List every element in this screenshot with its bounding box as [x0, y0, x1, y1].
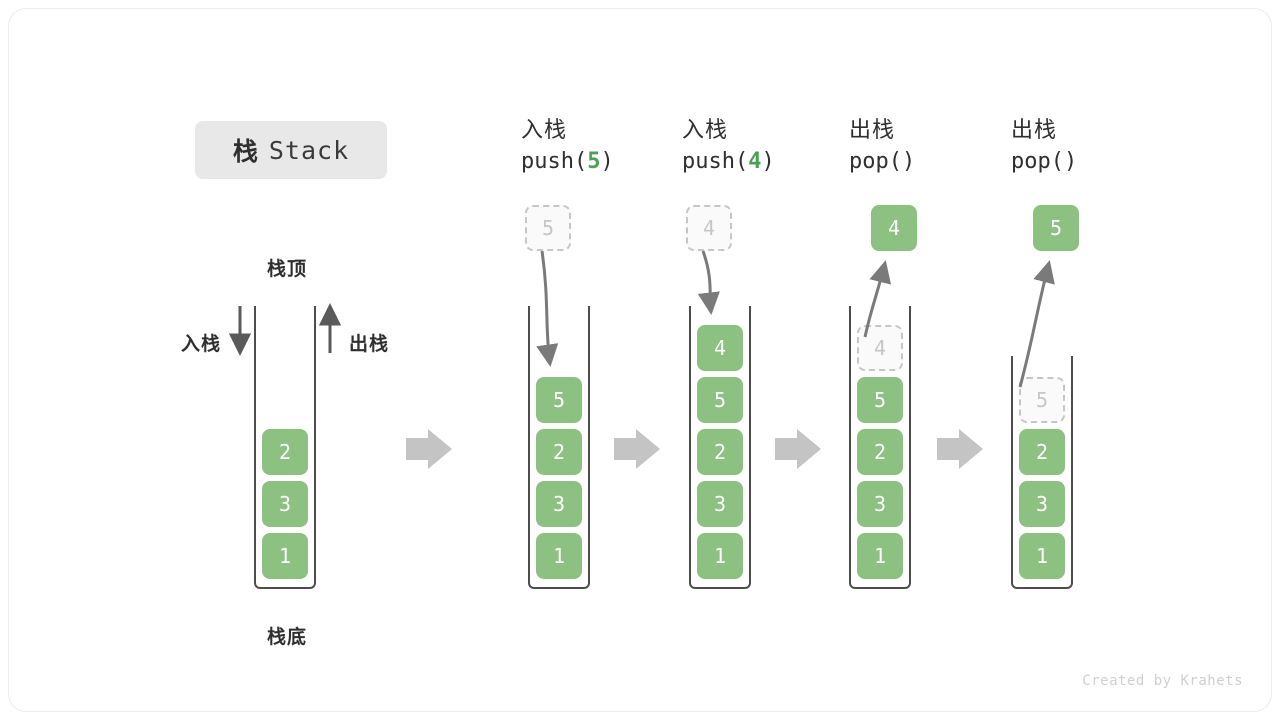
stack-cell: 2	[536, 429, 582, 475]
stack-cell-ghost: 5	[1019, 377, 1065, 423]
popped-box-5: 5	[1033, 205, 1079, 251]
code-arg: 5	[587, 149, 601, 174]
stack-cell: 3	[857, 481, 903, 527]
stack-cell: 2	[697, 429, 743, 475]
stack-column-push4: 4 5 2 3 1	[689, 306, 751, 589]
flow-arrow-4	[937, 429, 983, 469]
code-suffix: )	[901, 149, 916, 174]
header-code: pop()	[849, 145, 1049, 179]
stack-cell: 1	[697, 533, 743, 579]
code-suffix: )	[761, 149, 775, 174]
credit-text: Created by Krahets	[1082, 673, 1243, 689]
stack-cell: 1	[536, 533, 582, 579]
pop-label: 出栈	[349, 334, 390, 355]
column-header-push5: 入栈 push(5)	[521, 115, 721, 179]
stack-cell: 2	[857, 429, 903, 475]
stack-slots-pop5: 5 2 3 1	[1011, 377, 1073, 585]
incoming-box-5: 5	[525, 205, 571, 251]
stack-walls	[528, 306, 590, 589]
popped-box-4: 4	[871, 205, 917, 251]
header-code: pop()	[1011, 145, 1211, 179]
stack-slots-push5: 5 2 3 1	[528, 377, 590, 585]
stack-cell: 2	[262, 429, 308, 475]
stack-walls	[254, 306, 316, 589]
code-suffix: )	[600, 149, 614, 174]
stack-cell: 1	[262, 533, 308, 579]
stack-cell: 3	[697, 481, 743, 527]
header-cn: 出栈	[849, 117, 896, 142]
code-prefix: push(	[521, 149, 588, 174]
title-en: Stack	[268, 135, 350, 165]
column-header-pop4: 出栈 pop()	[849, 115, 1049, 179]
header-cn: 入栈	[682, 117, 729, 142]
stack-cell: 3	[536, 481, 582, 527]
stack-column-pop5: 5 2 3 1	[1011, 356, 1073, 589]
stack-walls	[849, 306, 911, 589]
stack-cell: 1	[857, 533, 903, 579]
stack-cell: 5	[857, 377, 903, 423]
stack-walls	[689, 306, 751, 589]
code-prefix: pop(	[849, 149, 902, 174]
code-prefix: push(	[682, 149, 749, 174]
stack-cell: 4	[697, 325, 743, 371]
stack-slots-initial: 2 3 1	[254, 429, 316, 585]
push4-insert-arrow	[697, 250, 720, 315]
stack-slots-push4: 4 5 2 3 1	[689, 325, 751, 585]
header-cn: 入栈	[521, 117, 568, 142]
stack-cell: 3	[262, 481, 308, 527]
stack-cell: 1	[1019, 533, 1065, 579]
stack-cell: 5	[536, 377, 582, 423]
stack-cell: 2	[1019, 429, 1065, 475]
flow-arrow-1	[406, 429, 452, 469]
title-cn: 栈	[232, 138, 259, 166]
header-code: push(5)	[521, 145, 721, 179]
stack-top-label: 栈顶	[267, 259, 308, 280]
code-suffix: )	[1063, 149, 1078, 174]
header-code: push(4)	[682, 145, 882, 179]
stack-bottom-label: 栈底	[267, 627, 308, 648]
code-arg: 4	[748, 149, 762, 174]
diagram-card: 栈 Stack 栈顶 入栈 出栈 栈底 2 3 1 入栈 push(5) 5 5…	[8, 8, 1272, 712]
stack-column-pop4: 4 5 2 3 1	[849, 306, 911, 589]
flow-arrow-3	[775, 429, 821, 469]
flow-arrow-2	[614, 429, 660, 469]
column-header-pop5: 出栈 pop()	[1011, 115, 1211, 179]
push-label: 入栈	[181, 334, 222, 355]
header-cn: 出栈	[1011, 117, 1058, 142]
stack-cell: 5	[697, 377, 743, 423]
stack-cell-ghost: 4	[857, 325, 903, 371]
incoming-box-4: 4	[686, 205, 732, 251]
column-header-push4: 入栈 push(4)	[682, 115, 882, 179]
stack-cell: 3	[1019, 481, 1065, 527]
stack-column-initial: 2 3 1	[254, 306, 316, 589]
code-prefix: pop(	[1011, 149, 1064, 174]
stack-walls	[1011, 356, 1073, 589]
stack-column-push5: 5 2 3 1	[528, 306, 590, 589]
stack-slots-pop4: 4 5 2 3 1	[849, 325, 911, 585]
title-badge: 栈 Stack	[195, 121, 387, 179]
